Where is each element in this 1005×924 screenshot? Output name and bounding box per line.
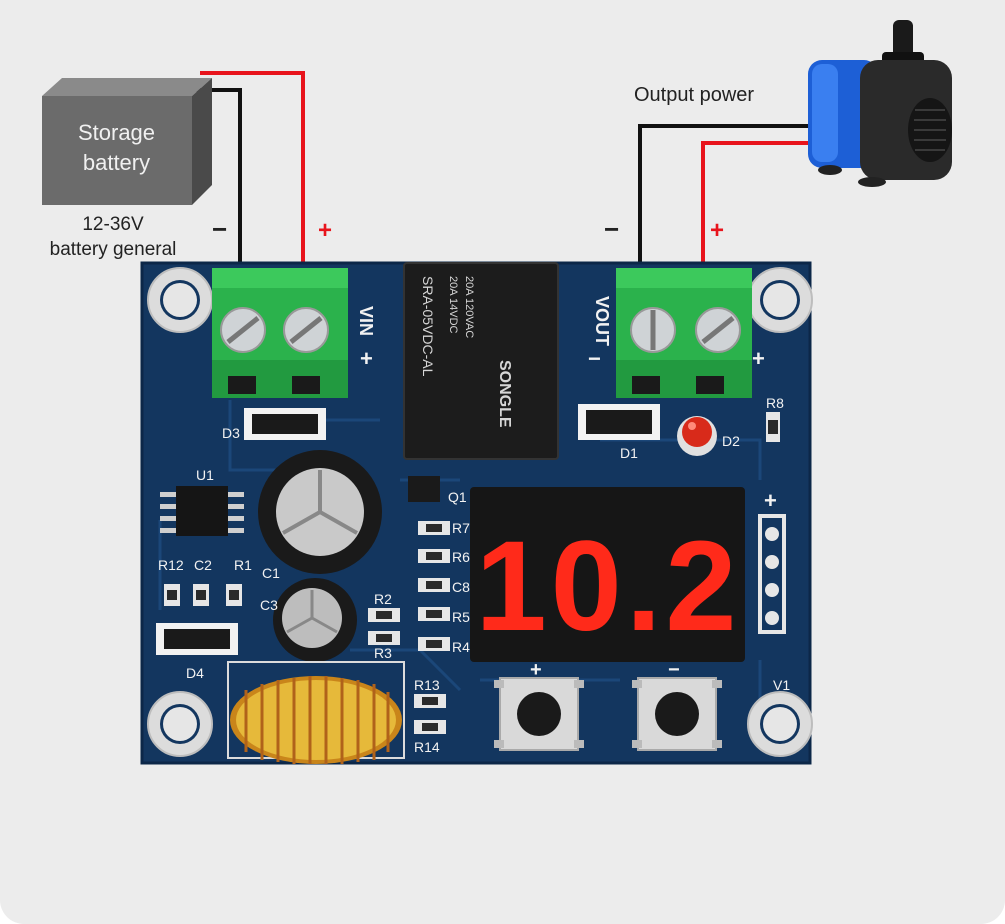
capacitor-c1	[258, 450, 382, 574]
storage-battery-label-line1: Storage	[77, 120, 156, 145]
water-pump-icon	[808, 20, 952, 187]
label-c2: C2	[194, 557, 212, 573]
label-r4: R4	[452, 639, 470, 655]
label-r1: R1	[234, 557, 252, 573]
label-c3: C3	[260, 597, 278, 613]
label-d1: D1	[620, 445, 638, 461]
output-plus-mark: +	[710, 217, 724, 244]
voltage-display-digits: 10.2	[475, 515, 740, 658]
label-r12: R12	[158, 557, 184, 573]
label-header-plus: +	[764, 488, 777, 513]
battery-type: battery general	[49, 239, 177, 260]
label-d2: D2	[722, 433, 740, 449]
label-vin: VIN	[356, 306, 376, 336]
label-r3: R3	[374, 645, 392, 661]
label-r8: R8	[766, 395, 784, 411]
label-r14: R14	[414, 739, 440, 755]
capacitor-c3	[273, 578, 357, 662]
storage-battery-label-line2: battery	[82, 150, 151, 175]
relay-brand: SONGLE	[496, 360, 513, 428]
inductor-coil	[227, 661, 405, 764]
output-power-label: Output power	[634, 84, 755, 106]
label-c8: C8	[452, 579, 470, 595]
label-u1: U1	[196, 467, 214, 483]
voltage-display: 10.2	[470, 487, 745, 662]
output-negative-wire	[638, 124, 810, 265]
relay-rating2: 20A 120VAC	[463, 276, 475, 338]
label-button-minus: −	[668, 659, 680, 681]
label-r7: R7	[452, 520, 470, 536]
label-r13: R13	[414, 677, 440, 693]
chip-u1	[160, 486, 244, 536]
label-r5: R5	[452, 609, 470, 625]
storage-battery-label: Storage battery	[44, 118, 189, 178]
storage-battery-icon	[42, 78, 212, 205]
transistor-q1	[408, 476, 440, 502]
label-r6: R6	[452, 549, 470, 565]
label-button-plus: +	[530, 659, 542, 681]
relay-model: SRA-05VDC-AL	[420, 276, 436, 377]
label-d3: D3	[222, 425, 240, 441]
label-q1: Q1	[448, 489, 467, 505]
label-vin-plus: +	[360, 346, 373, 371]
output-terminal-block	[616, 268, 752, 398]
relay-rating1: 20A 14VDC	[447, 276, 459, 334]
minus-push-button	[632, 677, 722, 751]
input-terminal-block	[212, 268, 348, 398]
input-minus-mark: −	[212, 214, 227, 244]
label-vout-minus: −	[588, 346, 601, 371]
label-vout-plus: +	[752, 346, 765, 371]
plus-push-button	[494, 677, 584, 751]
label-v1: V1	[773, 677, 790, 693]
label-vout: VOUT	[592, 296, 612, 346]
output-positive-wire	[701, 141, 810, 265]
label-r2: R2	[374, 591, 392, 607]
battery-voltage: 12-36V	[82, 214, 144, 235]
battery-info: 12-36V battery general	[28, 212, 198, 262]
display-reading: 10.2	[475, 515, 740, 658]
battery-positive-wire	[200, 71, 305, 265]
label-c1: C1	[262, 565, 280, 581]
label-d4: D4	[186, 665, 204, 681]
output-minus-mark: −	[604, 214, 619, 244]
relay	[403, 262, 559, 460]
input-plus-mark: +	[318, 217, 332, 244]
header-pins	[758, 514, 786, 634]
